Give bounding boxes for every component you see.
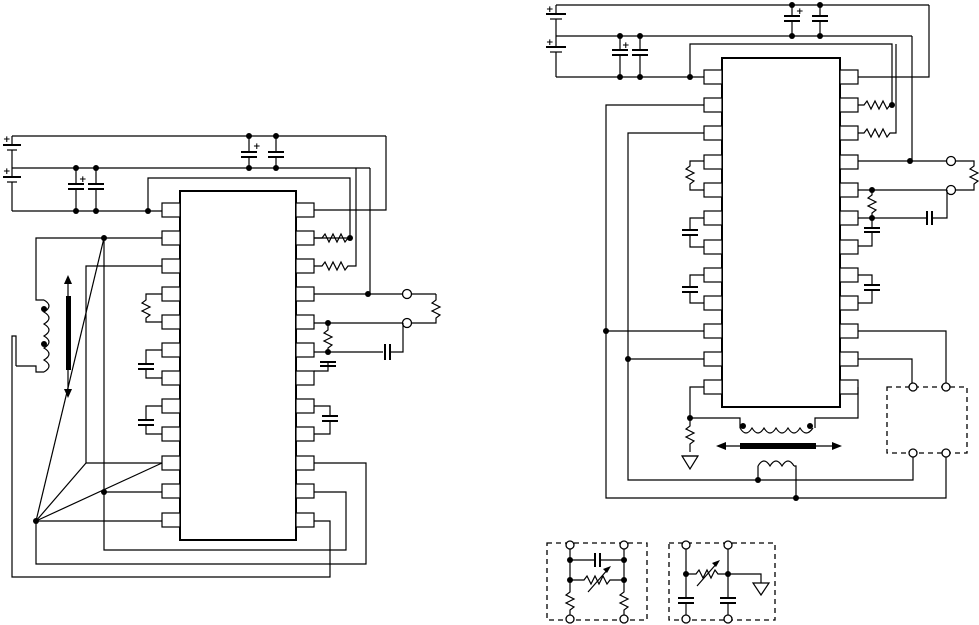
plus-mark: + <box>3 167 11 177</box>
plus-mark: + <box>79 175 87 185</box>
right-left-components <box>682 161 704 303</box>
left-ic-right-pins <box>296 203 314 527</box>
right-ic-right-pins <box>840 70 858 394</box>
left-ic-left-pins <box>162 203 180 527</box>
right-top-caps: + <box>784 2 828 39</box>
plus-mark: + <box>796 7 804 17</box>
left-ic-body <box>180 191 296 540</box>
right-variable-transformer <box>716 423 842 501</box>
right-ic-body <box>722 58 840 407</box>
left-left-components <box>138 294 162 434</box>
left-top-caps: + <box>241 133 284 171</box>
right-output-network <box>858 36 978 246</box>
plus-mark: + <box>3 135 11 145</box>
filter-network-inset <box>669 541 775 623</box>
right-decoupling-caps: + <box>612 33 693 80</box>
left-right-lower-cap <box>314 406 338 434</box>
plus-mark: + <box>546 5 554 15</box>
right-right-lower-cap <box>858 275 880 303</box>
plus-mark: + <box>253 142 261 152</box>
right-ic-left-pins <box>704 70 722 394</box>
left-variable-coil <box>16 235 162 398</box>
left-circuit: + + + + <box>3 133 440 577</box>
plus-mark: + <box>622 41 630 51</box>
right-circuit: + + + + <box>546 2 978 501</box>
left-decoupling-caps: + <box>68 165 104 214</box>
bridge-network-inset <box>547 541 647 623</box>
right-right-resistors <box>858 44 896 137</box>
plus-mark: + <box>546 38 554 48</box>
left-output-network <box>314 290 440 372</box>
